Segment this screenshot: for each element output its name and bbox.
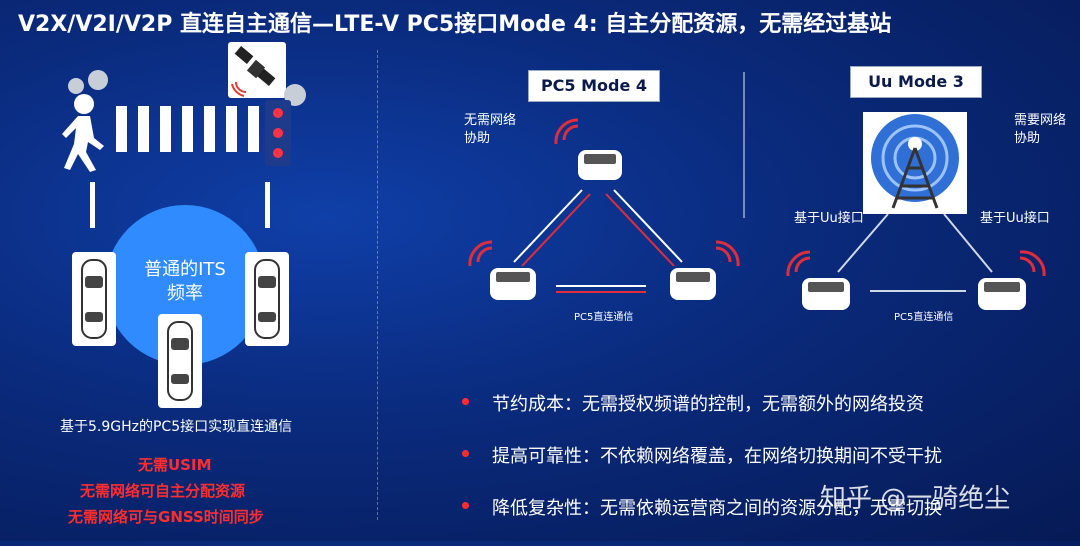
signal-arc: [476, 246, 493, 263]
car-card: [245, 252, 289, 346]
crosswalk-stripe: [204, 106, 215, 152]
pc5-link-left: [513, 189, 583, 263]
bullet-dot: [462, 450, 469, 457]
signal-arc: [715, 246, 732, 263]
crosswalk-stripe: [138, 106, 149, 152]
signal-arc: [468, 240, 493, 267]
feature-no-usim: 无需USIM: [138, 456, 212, 474]
crosswalk-stripe: [160, 106, 171, 152]
car-icon: [490, 268, 536, 300]
its-frequency-label: 普通的ITS 频率: [105, 258, 265, 306]
benefit-cost: 节约成本：无需授权频谱的控制，无需额外的网络投资: [492, 394, 924, 415]
car-icon: [81, 259, 107, 339]
section-divider: [377, 50, 378, 520]
pc5-note: 无需网络协助: [464, 113, 517, 146]
car-card: [158, 314, 202, 408]
base-station-card: [863, 112, 967, 214]
benefit-complexity: 降低复杂性：无需依赖运营商之间的资源分配，无需切换: [492, 498, 942, 519]
light-red: [273, 108, 283, 118]
satellite-card: [228, 42, 286, 98]
uu-mode-label: Uu Mode 3: [850, 66, 982, 98]
car-icon: [254, 259, 280, 339]
signal-arc: [554, 118, 579, 145]
car-card: [72, 252, 116, 346]
pc5-link-label: PC5直连通信: [574, 312, 634, 323]
uu-link-label: PC5直连通信: [894, 312, 954, 323]
bullet-dot: [462, 398, 469, 405]
base-station-icon: [871, 114, 959, 209]
signal-arc: [786, 250, 811, 277]
slide-title: V2X/V2I/V2P 直连自主通信—LTE-V PC5接口Mode 4: 自主…: [18, 12, 892, 37]
uu-note: 需要网络协助: [1014, 113, 1067, 146]
car-icon: [978, 278, 1026, 310]
uu-link-right: [943, 213, 993, 273]
pedestrian-icon: [62, 94, 104, 172]
benefit-reliability: 提高可靠性：不依赖网络覆盖，在网络切换期间不受干扰: [492, 446, 942, 467]
signal-arc: [562, 124, 579, 141]
crosswalk-stripe: [226, 106, 237, 152]
signal-arc: [1019, 256, 1036, 273]
pc5-link-left-red: [521, 193, 591, 267]
signal-arc: [794, 256, 811, 273]
pc5-link-right: [613, 189, 683, 263]
uu-interface-right: 基于Uu接口: [980, 211, 1050, 226]
signal-bubble: [68, 78, 84, 94]
pc5-link-right-red: [605, 193, 675, 267]
light-red: [273, 148, 283, 158]
car-icon: [670, 268, 716, 300]
crosswalk-stripe: [182, 106, 193, 152]
traffic-light-icon: [265, 100, 291, 166]
light-red: [273, 128, 283, 138]
circle-label-line1: 普通的ITS: [144, 259, 226, 280]
post: [90, 182, 95, 228]
car-icon: [578, 150, 622, 180]
bullet-dot: [462, 502, 469, 509]
feature-self-allocation: 无需网络可自主分配资源: [80, 482, 246, 500]
uu-interface-left: 基于Uu接口: [794, 211, 864, 226]
feature-gnss-sync: 无需网络可与GNSS时间同步: [68, 508, 264, 526]
circle-label-line2: 频率: [167, 283, 203, 304]
signal-bubble: [88, 70, 108, 90]
uu-link-left: [837, 213, 889, 273]
signal-arc: [1019, 250, 1046, 277]
crosswalk-stripe: [248, 106, 259, 152]
post: [265, 182, 270, 228]
signal-arc: [715, 240, 740, 267]
crosswalk-stripe: [116, 106, 127, 152]
pc5-mode-label: PC5 Mode 4: [528, 70, 660, 102]
pc5-description: 基于5.9GHz的PC5接口实现直连通信: [60, 419, 293, 435]
satellite-icon: [231, 46, 276, 97]
watermark: 知乎 @一骑绝尘: [820, 484, 1011, 514]
car-icon: [167, 321, 193, 401]
car-icon: [802, 278, 850, 310]
